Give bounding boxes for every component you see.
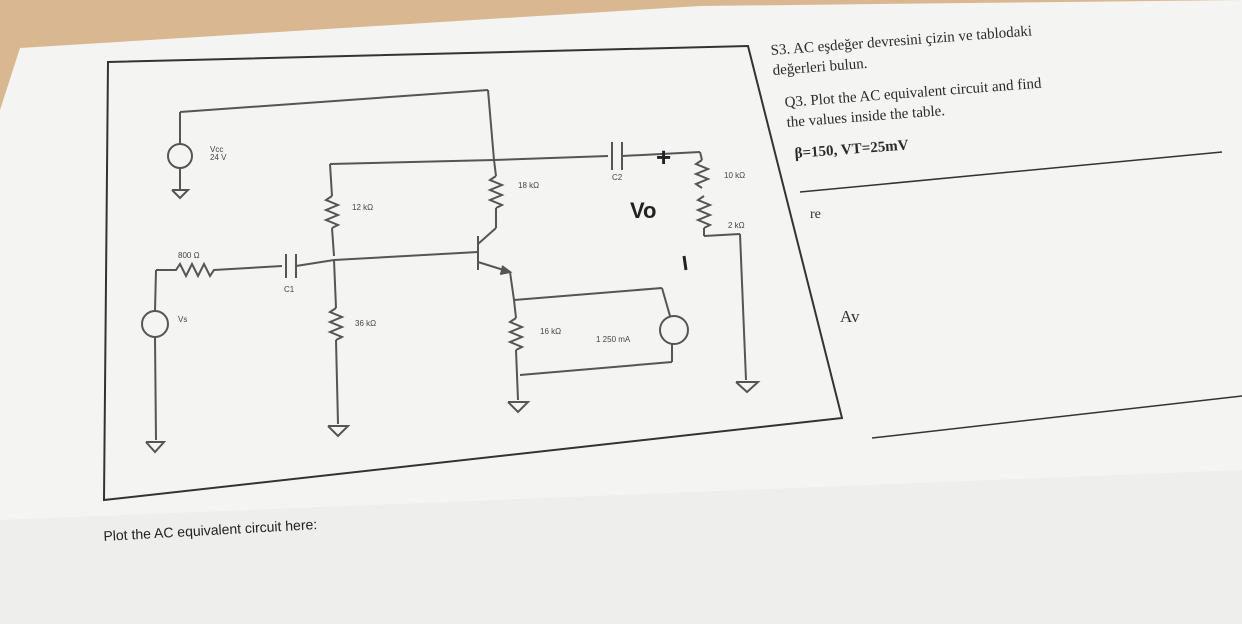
current-label: 1 250 mA [596,335,631,344]
vs-label: Vs [178,315,187,324]
resistor-rs [156,261,283,279]
r-bot-label: 2 kΩ [728,221,745,230]
r1-label: 12 kΩ [352,203,373,212]
ground-icon-output [735,381,761,394]
table-line-top [799,151,1223,193]
paper-shadow [0,470,1242,624]
resistor-rc [487,175,505,209]
resistor-r2k [695,195,713,229]
plus-sign: + [656,142,671,172]
table-row-av-label: Av [840,307,860,326]
table-row-re-label: re [810,207,821,222]
ground-icon-input [145,441,167,454]
circuit-diagram [141,89,761,454]
resistor-r1 [323,195,341,229]
r-top-label: 10 kΩ [724,171,745,180]
re-label: 16 kΩ [540,327,561,336]
vcc-value: 24 V [210,153,227,162]
table-line-bottom [871,395,1242,439]
vcc-label: Vcc [210,145,223,154]
ground-icon [171,189,191,200]
vo-label: Vo [630,198,656,223]
rc-label: 18 kΩ [518,181,539,190]
current-source-symbol [659,315,689,345]
ground-icon-re [507,401,531,414]
c2-label: C2 [612,173,623,182]
circuit-frame [102,44,844,502]
resistor-r2 [327,307,345,341]
c1-label: C1 [284,285,295,294]
resistor-re [507,317,525,351]
ground-icon-r2 [327,425,351,438]
rs-label: 800 Ω [178,251,200,260]
resistor-r10k [693,159,711,189]
r2-label: 36 kΩ [355,319,376,328]
